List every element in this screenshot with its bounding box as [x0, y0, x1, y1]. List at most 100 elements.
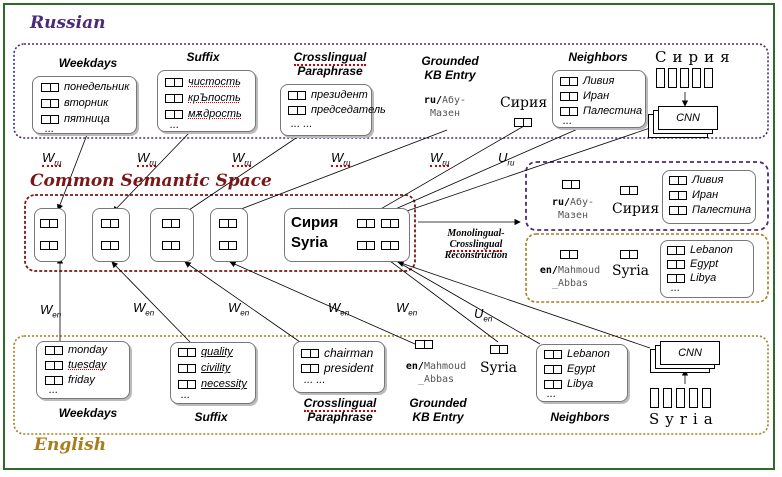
list-item-label: Палестина	[583, 105, 643, 117]
list-item: Ливия	[560, 75, 614, 87]
common-word-ru: Сирия	[291, 214, 339, 231]
list-item: крЪпость	[165, 92, 241, 104]
ru-cnn: CNN	[658, 106, 718, 130]
common-word-en: Syria	[291, 234, 328, 251]
weight-symbol: W	[40, 302, 53, 317]
list-item: friday	[45, 374, 95, 386]
u-ru-label: Uru	[498, 150, 515, 168]
weight-symbol: W	[328, 300, 341, 315]
kb-title-line2: KB Entry	[424, 68, 476, 82]
w-ru-label: Wru	[137, 150, 157, 168]
en-suffix-title: Suffix	[194, 410, 228, 424]
ru-kb-entry: ru/Абу- Мазен	[410, 94, 480, 120]
char-vector-icon	[676, 388, 685, 408]
vector-icon	[162, 241, 180, 250]
kb-prefix: ru/	[423, 95, 442, 106]
list-item-label: крЪпость	[188, 92, 241, 104]
weight-symbol: W	[133, 300, 146, 315]
vector-icon	[40, 219, 58, 228]
list-item: Иран	[669, 189, 718, 201]
w-en-label: Wen	[40, 302, 61, 320]
list-item: пятница	[41, 113, 110, 125]
ru-paraphrase-card: президент председатель ... ...	[280, 84, 386, 136]
w-en-label: Wen	[133, 300, 154, 318]
common-box-syria: Сирия Syria	[284, 208, 410, 262]
english-section-label: English	[34, 435, 107, 455]
char-vector-icon	[663, 388, 672, 408]
russian-section-label: Russian	[30, 13, 106, 33]
kb-name-line1: Mahmoud	[423, 361, 467, 372]
kb-title-line1: Grounded	[421, 54, 479, 68]
list-item-label: вторник	[64, 97, 109, 109]
kb-prefix: en/	[539, 265, 558, 276]
vector-icon	[669, 175, 687, 185]
ru-word: Сирия	[500, 95, 548, 111]
common-box-weekdays	[34, 208, 66, 262]
list-item: monday	[45, 344, 107, 356]
en-paraphrase-title: Crosslingual Paraphrase	[290, 396, 390, 424]
list-item-label: civility	[201, 362, 231, 374]
list-item-label: мѫдрость	[188, 108, 242, 120]
w-ru-label: Wru	[42, 150, 62, 168]
vector-icon	[45, 375, 63, 385]
vector-icon	[669, 205, 687, 215]
vector-icon	[41, 114, 59, 124]
weight-symbol: W	[137, 150, 150, 165]
list-item-label: president	[324, 361, 374, 375]
list-item: Lebanon	[544, 348, 610, 360]
list-item: Egypt	[667, 258, 718, 270]
paraphrase-title-line1: Crosslingual	[303, 396, 377, 412]
en-weekdays-title: Weekdays	[58, 406, 118, 420]
recon-en-kb: en/Mahmoud _Abbas	[530, 264, 610, 290]
weight-subscript: ru	[507, 158, 515, 168]
more-indicator: ...	[671, 282, 681, 294]
list-item-label: tuesday	[68, 359, 107, 371]
more-indicator: ...	[170, 119, 180, 131]
list-item-label: понедельник	[64, 81, 130, 93]
char-vector-icon	[704, 68, 713, 88]
weight-symbol: W	[228, 300, 241, 315]
vector-icon	[41, 98, 59, 108]
vector-icon	[165, 109, 183, 119]
list-item-label: чистость	[188, 76, 241, 88]
weight-symbol: W	[331, 150, 344, 165]
ru-neighbors-title: Neighbors	[568, 50, 628, 64]
kb-name-line2: _Abbas	[417, 374, 455, 385]
list-item-label: Lebanon	[567, 348, 610, 360]
list-item-label: Egypt	[567, 363, 596, 375]
weight-subscript: ru	[442, 158, 450, 168]
more-indicator: ... ...	[291, 118, 313, 130]
list-item: понедельник	[41, 81, 129, 93]
weight-subscript: en	[145, 308, 155, 318]
char-vector-icon	[680, 68, 689, 88]
vector-icon	[544, 349, 562, 359]
list-item-label: Libya	[690, 272, 717, 284]
figure-frame	[3, 3, 775, 470]
ru-char-word: Сирия	[655, 48, 736, 66]
weight-subscript: en	[483, 314, 493, 324]
common-box-kb	[210, 208, 248, 262]
list-item: Ливия	[669, 174, 723, 186]
list-item-label: quality	[201, 346, 233, 358]
recon-en-word: Syria	[612, 263, 650, 279]
vector-icon	[560, 106, 578, 116]
vector-icon	[178, 347, 196, 357]
list-item-label: Ливия	[692, 174, 724, 186]
en-suffix-card: quality civility necessity ...	[170, 342, 256, 404]
vector-icon	[544, 364, 562, 374]
ru-kb-title: Grounded KB Entry	[410, 54, 490, 82]
char-vector-icon	[650, 388, 659, 408]
vector-icon	[562, 180, 580, 189]
en-weekdays-card: monday tuesday friday ...	[36, 341, 130, 399]
list-item: Egypt	[544, 363, 595, 375]
vector-icon	[357, 241, 375, 250]
list-item: Lebanon	[667, 244, 733, 256]
list-item-label: пятница	[64, 113, 110, 125]
more-indicator: ... ...	[304, 374, 326, 386]
reconstruction-line3: Reconstruction	[444, 250, 508, 261]
list-item: Libya	[544, 378, 593, 390]
list-item: necessity	[178, 378, 247, 390]
weight-symbol: W	[42, 150, 55, 165]
en-word: Syria	[480, 360, 518, 376]
